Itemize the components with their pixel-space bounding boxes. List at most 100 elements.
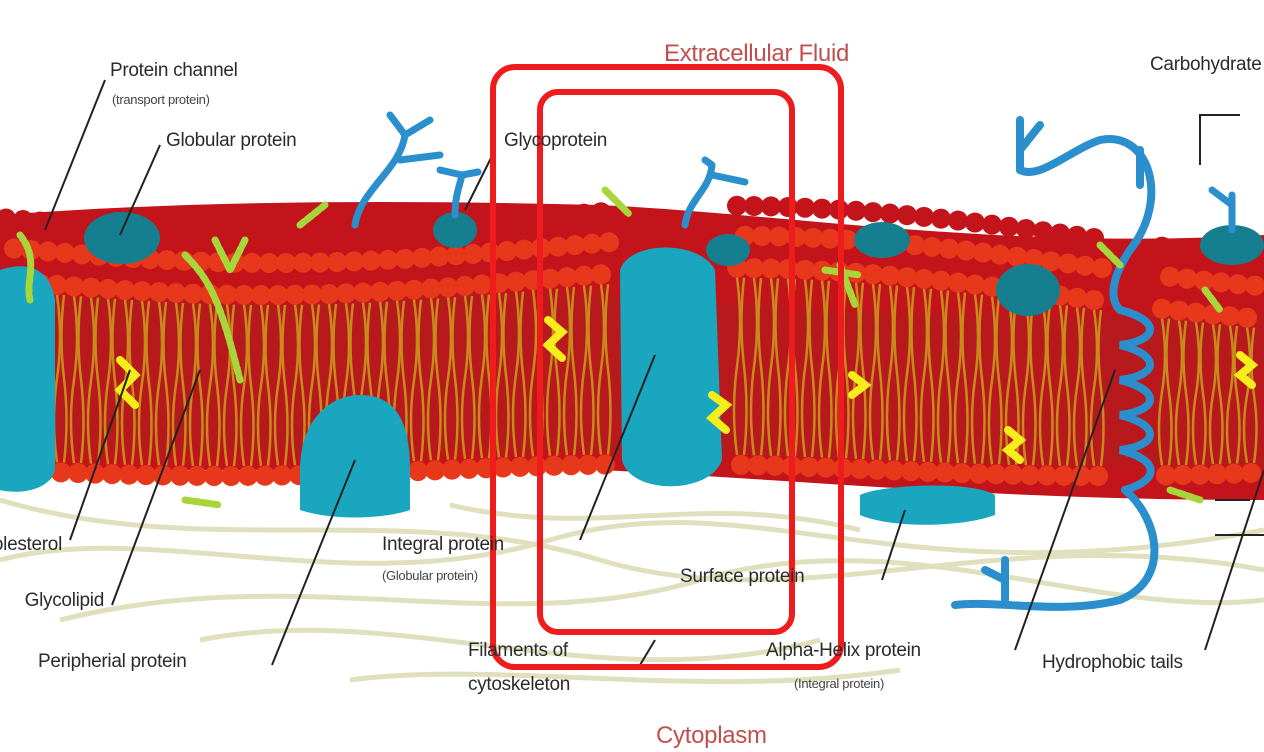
phospholipid-head: [1190, 464, 1210, 485]
phospholipid-head: [935, 462, 955, 483]
phospholipid-tail: [587, 285, 595, 456]
phospholipid-tail: [995, 296, 1003, 465]
phospholipid-head: [965, 274, 985, 295]
phospholipid-head: [591, 202, 611, 223]
phospholipid-tail: [562, 286, 572, 456]
phospholipid-tail: [579, 285, 589, 456]
phospholipid-head: [880, 203, 900, 224]
phospholipid-head: [1169, 238, 1189, 259]
phospholipid-head: [939, 238, 959, 259]
phospholipid-head: [731, 454, 751, 475]
phospholipid-head: [956, 240, 976, 261]
carbohydrate-protein: [1200, 225, 1264, 265]
phospholipid-tail: [434, 298, 442, 461]
phospholipid-head: [336, 283, 356, 304]
phospholipid-head: [727, 195, 747, 216]
phospholipid-tail: [851, 282, 861, 460]
phospholipid-head: [914, 206, 934, 227]
phospholipid-head: [880, 265, 900, 286]
phospholipid-tail: [1250, 327, 1258, 464]
phospholipid-head: [64, 214, 84, 235]
phospholipid-head: [816, 457, 836, 478]
small-protein-1: [433, 212, 477, 248]
phospholipid-head: [68, 463, 88, 484]
phospholipid-tail: [1157, 318, 1167, 466]
phospholipid-head: [863, 202, 883, 223]
phospholipid-tail: [1063, 305, 1071, 466]
phospholipid-head: [812, 198, 832, 219]
phospholipid-head: [952, 463, 972, 484]
phospholipid-head: [1220, 306, 1240, 327]
region-extracellular: Extracellular Fluid: [664, 40, 850, 67]
phospholipid-head: [1186, 302, 1206, 323]
phospholipid-head: [493, 457, 513, 478]
phospholipid-head: [1160, 266, 1180, 287]
phospholipid-head: [1041, 251, 1061, 272]
phospholipid-tail: [944, 290, 952, 463]
phospholipid-head: [1152, 236, 1172, 257]
phospholipid-head: [459, 458, 479, 479]
phospholipid-head: [867, 459, 887, 480]
phospholipid-tail: [426, 298, 436, 461]
peripheral-protein-shape: [300, 395, 410, 518]
phospholipid-head: [4, 238, 24, 259]
phospholipid-head: [268, 222, 288, 243]
phospholipid-head: [234, 284, 254, 305]
globular-protein-right: [996, 264, 1060, 316]
phospholipid-tail: [1080, 307, 1088, 467]
phospholipid-head: [510, 456, 530, 477]
phospholipid-head: [361, 250, 381, 271]
phospholipid-head: [72, 244, 92, 265]
phospholipid-head: [319, 284, 339, 305]
phospholipid-head: [1067, 225, 1087, 246]
phospholipid-head: [1156, 465, 1176, 486]
phospholipid-head: [744, 258, 764, 279]
phospholipid-head: [918, 461, 938, 482]
phospholipid-head: [217, 222, 237, 243]
phospholipid-head: [234, 222, 254, 243]
integral-protein-shape: [620, 247, 722, 487]
phospholipid-head: [752, 226, 772, 247]
phospholipid-head: [969, 463, 989, 484]
phospholipid-head: [1020, 465, 1040, 486]
highlight-box-inner: [537, 89, 795, 635]
label-cholesterol: Cholesterol: [0, 534, 62, 555]
phospholipid-tail: [519, 291, 527, 458]
phospholipid-tail: [239, 304, 249, 467]
phospholipid-tail: [553, 288, 561, 456]
label-glycolipid: Glycolipid: [24, 590, 104, 611]
phospholipid-head: [820, 228, 840, 249]
phospholipid-head: [157, 250, 177, 271]
label-globular-protein: Globular protein: [166, 130, 297, 151]
phospholipid-tail: [978, 294, 986, 464]
phospholipid-tail: [1046, 303, 1054, 466]
phospholipid-head: [901, 461, 921, 482]
phospholipid-head: [973, 242, 993, 263]
glyco-chains: [351, 111, 1236, 234]
label-alpha-helix: Alpha-Helix protein: [766, 640, 921, 661]
phospholipid-head: [302, 284, 322, 305]
phospholipid-tail: [1165, 318, 1173, 466]
phospholipid-tail: [953, 292, 963, 464]
phospholipid-tail: [800, 279, 810, 458]
phospholipid-head: [1007, 246, 1027, 267]
phospholipid-tail: [1089, 309, 1099, 467]
phospholipid-head: [1054, 465, 1074, 486]
phospholipid-tail: [817, 280, 827, 458]
phospholipid-head: [803, 227, 823, 248]
label-glycoprotein: Glycoprotein: [504, 130, 608, 151]
phospholipid-head: [13, 210, 33, 231]
phospholipid-tail: [1029, 300, 1037, 466]
phospholipid-head: [255, 465, 275, 486]
phospholipid-head: [1058, 253, 1078, 274]
phospholipid-head: [582, 233, 602, 254]
label-peripheral-protein: Peripherial protein: [38, 651, 187, 672]
phospholipid-head: [183, 283, 203, 304]
phospholipid-tail: [1097, 309, 1105, 467]
phospholipid-head: [948, 272, 968, 293]
small-protein-2: [706, 234, 750, 266]
phospholipid-tail: [494, 292, 504, 458]
phospholipid-tail: [94, 297, 102, 464]
phospholipid-head: [238, 465, 258, 486]
phospholipid-head: [914, 268, 934, 289]
